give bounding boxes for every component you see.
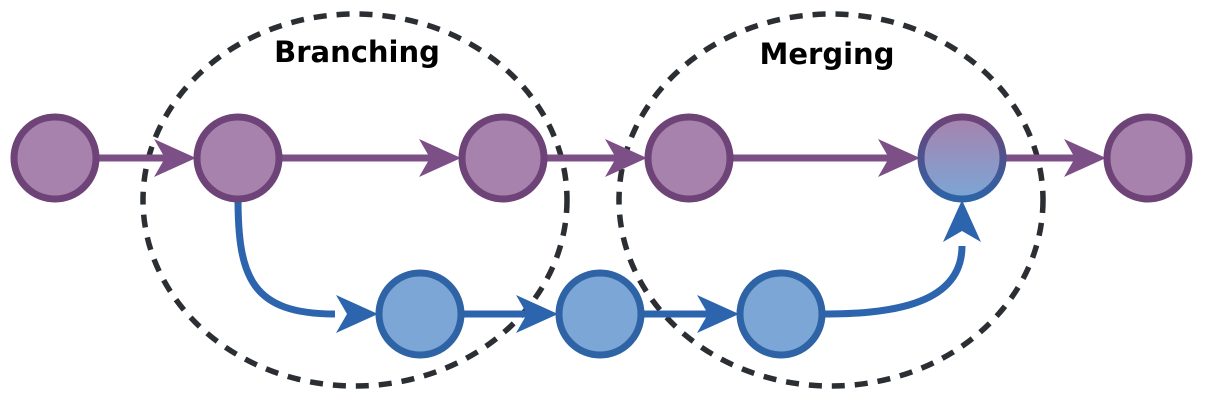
- branch-edge-2-arrowhead-icon: [697, 295, 739, 333]
- commit-node-main-4: [644, 113, 734, 203]
- merging-region: [616, 11, 1046, 389]
- commit-node-branch-1: [375, 269, 465, 359]
- commit-node-main-6: [1103, 113, 1193, 203]
- branch-out-edge: [234, 197, 336, 318]
- commit-node-main-2: [193, 113, 283, 203]
- branch-edge-1-arrowhead-icon: [516, 295, 558, 333]
- main-edge-2-arrowhead-icon: [419, 139, 461, 177]
- branching-region: [140, 11, 570, 389]
- branching-region-label: Branching: [274, 35, 440, 69]
- commit-node-branch-3: [736, 269, 826, 359]
- main-edge-5-arrowhead-icon: [1064, 139, 1106, 177]
- commit-node-main-3: [458, 113, 548, 203]
- commit-node-main-1: [10, 113, 100, 203]
- commit-node-merge: [917, 113, 1007, 203]
- main-edge-4-arrowhead-icon: [878, 139, 920, 177]
- branch-out-edge-arrowhead-icon: [336, 295, 378, 333]
- merge-in-edge-arrowhead-icon: [943, 200, 981, 242]
- main-edge-3-arrowhead-icon: [605, 139, 647, 177]
- main-edge-1-arrowhead-icon: [154, 139, 196, 177]
- merge-in-edge: [821, 245, 966, 318]
- merging-region-label: Merging: [760, 37, 895, 71]
- commit-node-branch-2: [555, 269, 645, 359]
